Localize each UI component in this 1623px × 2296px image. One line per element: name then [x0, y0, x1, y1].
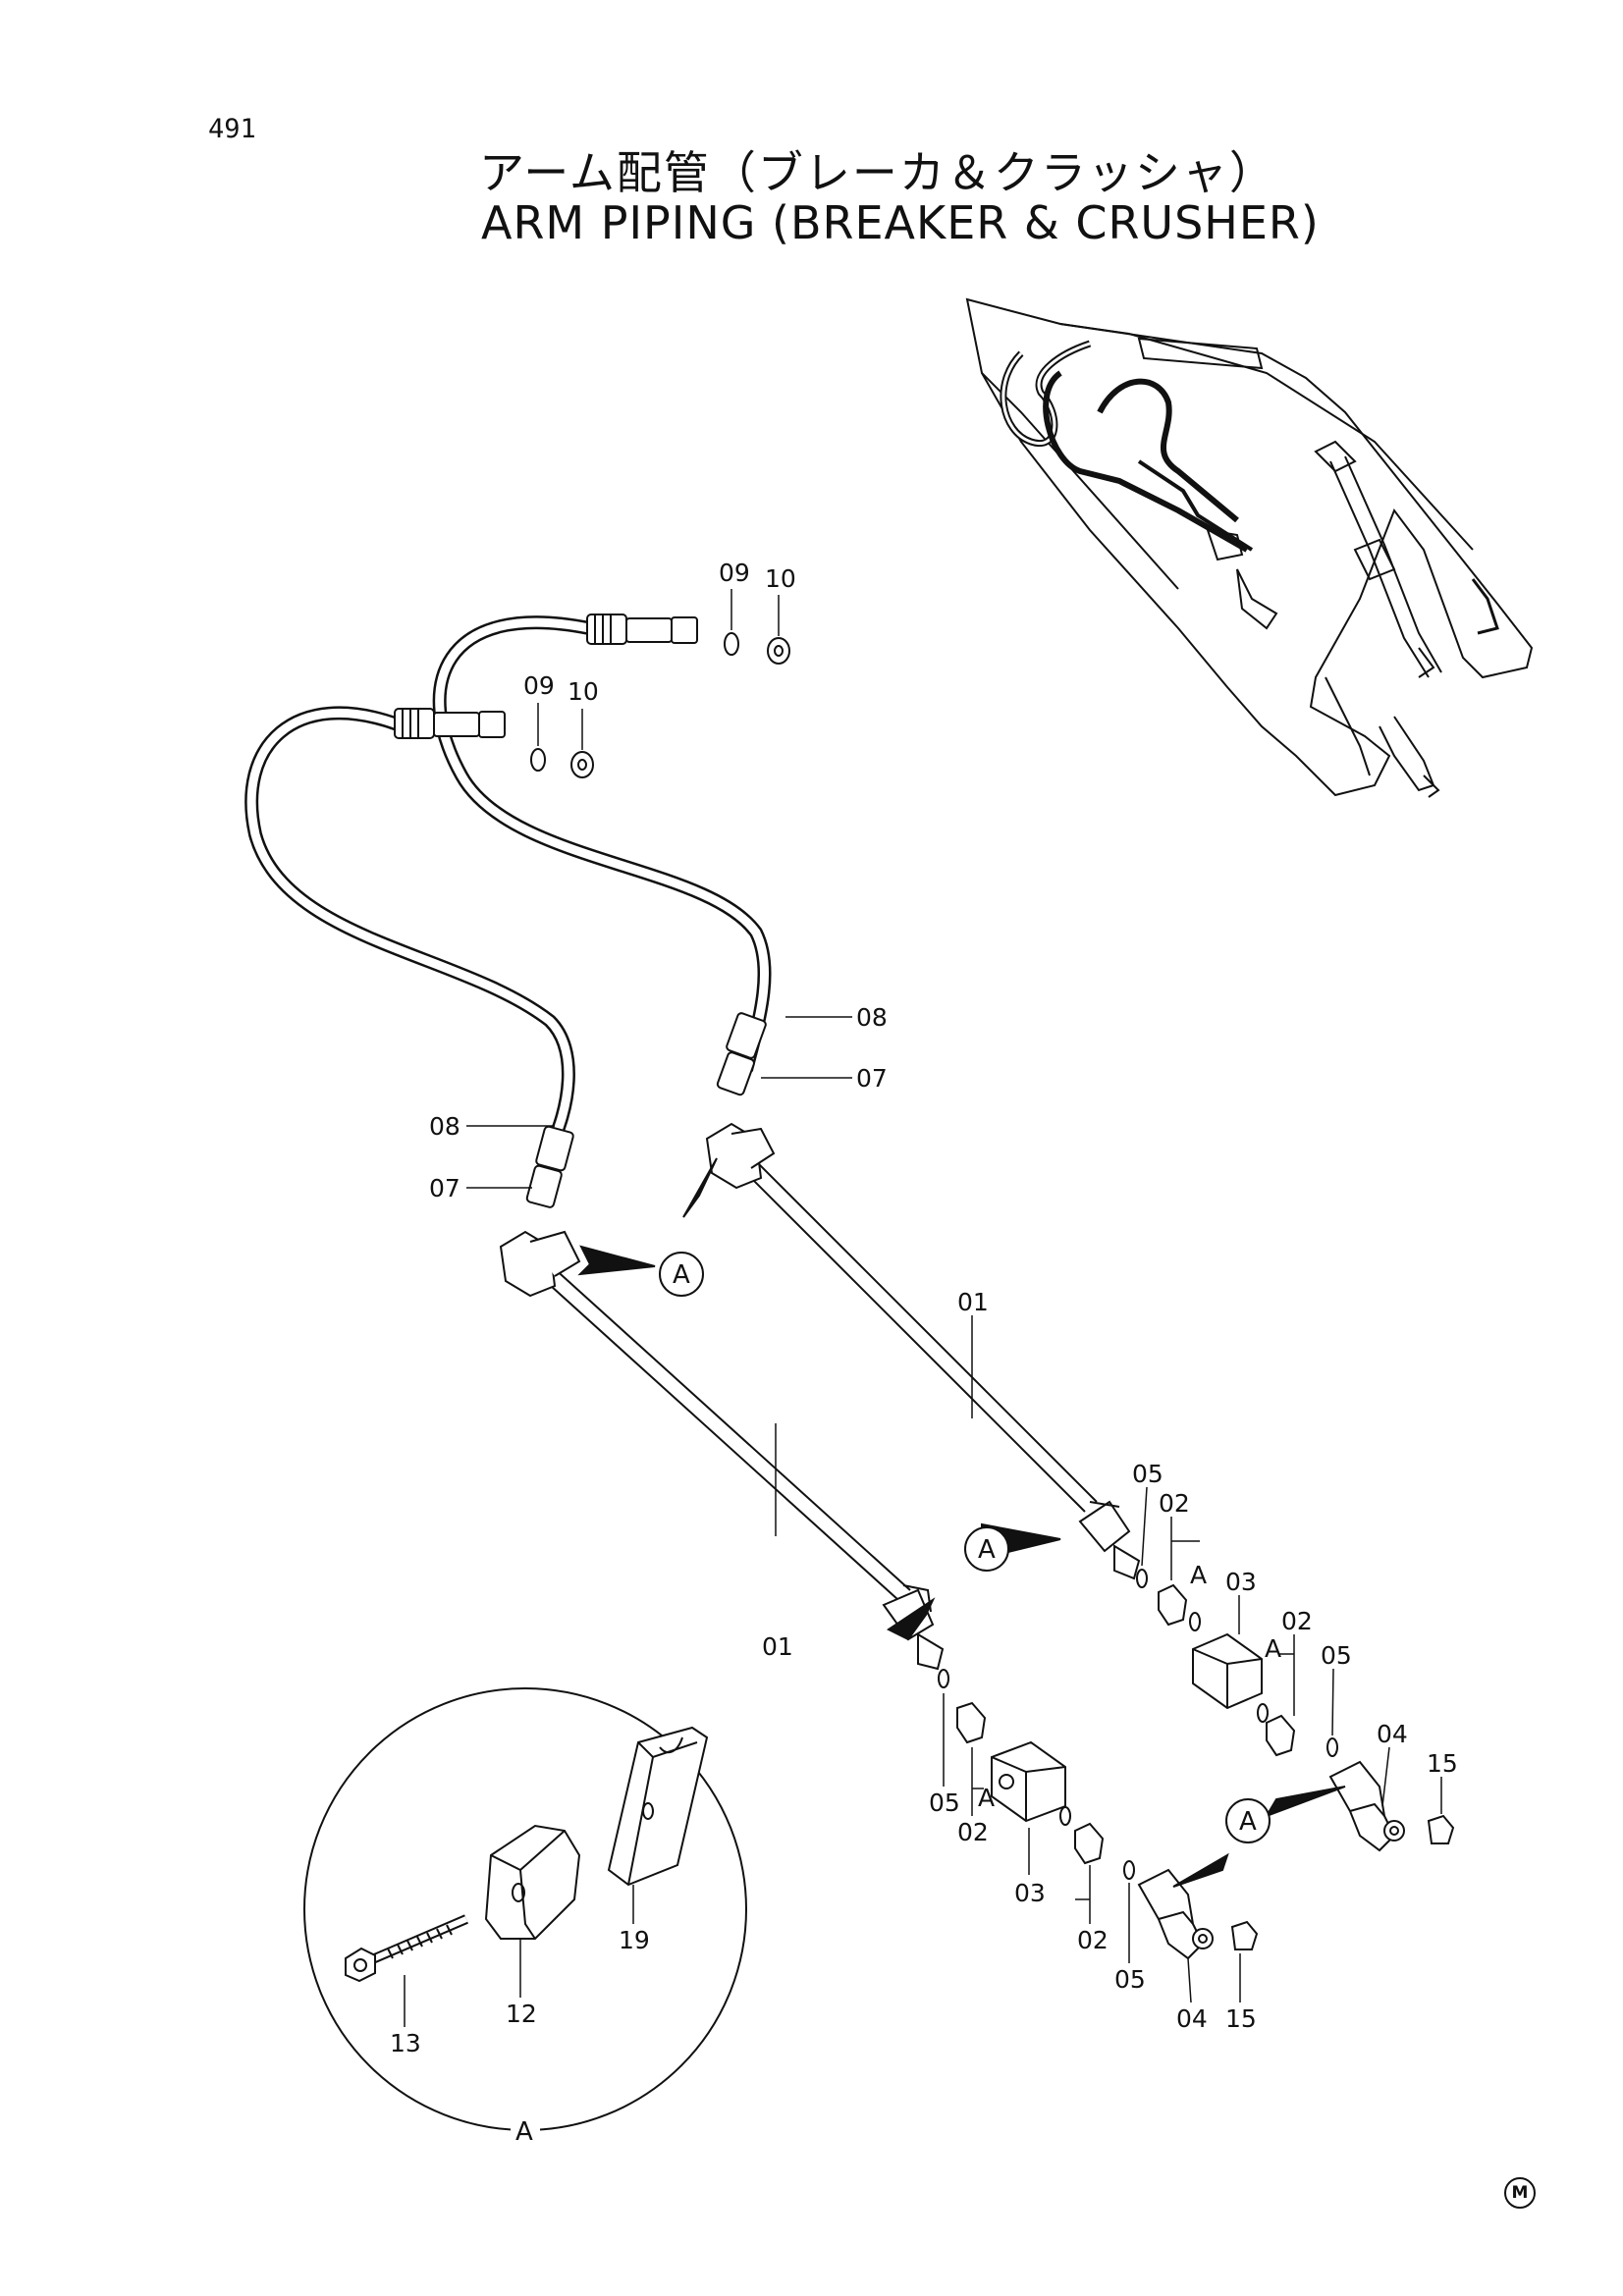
page-number: 491: [208, 114, 256, 144]
detail-label-bg: [511, 2118, 540, 2144]
label-10-upper: 10: [765, 564, 796, 593]
label-13: 13: [390, 2029, 421, 2057]
label-05-c: 05: [929, 1789, 960, 1817]
ref-a-1: A: [1190, 1561, 1207, 1589]
label-02-d: 02: [1077, 1926, 1109, 1954]
manufacturer-mark: M: [1504, 2177, 1536, 2209]
label-08-left: 08: [429, 1112, 460, 1141]
label-15-b: 15: [1225, 2004, 1257, 2033]
label-09-lower: 09: [523, 671, 555, 700]
excavator-arm-illustration: [965, 297, 1534, 798]
seals-09-10: [530, 632, 790, 778]
label-01-left: 01: [762, 1632, 793, 1661]
label-15-a: 15: [1427, 1749, 1458, 1778]
pipes-01: [499, 1122, 1141, 1671]
label-03-a: 03: [1225, 1568, 1257, 1596]
leader-lines: [404, 589, 1442, 2027]
fittings: [938, 1569, 1455, 1960]
callout-a-3: A: [1239, 1807, 1257, 1837]
ref-a-2: A: [1265, 1634, 1281, 1663]
title-japanese: アーム配管（ブレーカ＆クラッシャ）: [479, 146, 1276, 199]
label-07-right: 07: [856, 1064, 888, 1093]
callout-balloons: [659, 1252, 1271, 1843]
label-19: 19: [619, 1926, 650, 1954]
label-01-right: 01: [957, 1288, 989, 1316]
label-04-a: 04: [1377, 1720, 1408, 1748]
label-12: 12: [506, 2000, 537, 2028]
ref-a-3: A: [978, 1784, 995, 1812]
label-05-d: 05: [1114, 1965, 1146, 1994]
label-02-c: 02: [957, 1818, 989, 1846]
label-05-b: 05: [1321, 1641, 1352, 1670]
label-02-b: 02: [1281, 1607, 1313, 1635]
label-05-a: 05: [1132, 1460, 1163, 1488]
hose-assemblies: [244, 614, 772, 1208]
label-07-left: 07: [429, 1174, 460, 1202]
label-10-lower: 10: [568, 677, 599, 706]
label-03-b: 03: [1014, 1879, 1046, 1907]
detail-a-label: A: [515, 2117, 533, 2147]
callout-a-2: A: [978, 1535, 996, 1565]
callout-a-1: A: [673, 1260, 690, 1290]
label-04-b: 04: [1176, 2004, 1208, 2033]
title-english: ARM PIPING (BREAKER & CRUSHER): [481, 196, 1320, 249]
label-02-a: 02: [1159, 1489, 1190, 1518]
label-09-upper: 09: [719, 559, 750, 587]
label-08-right: 08: [856, 1003, 888, 1032]
detail-a-view: [303, 1687, 747, 2131]
